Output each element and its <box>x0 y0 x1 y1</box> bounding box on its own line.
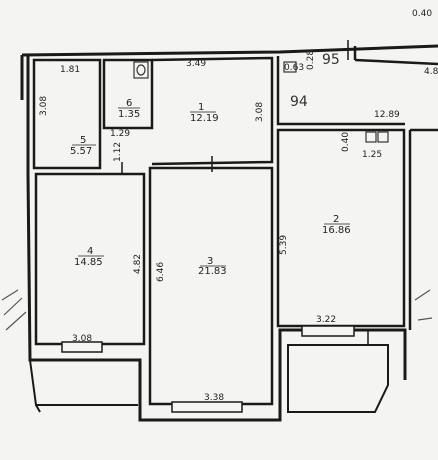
dim-1-12: 1.12 <box>113 142 123 162</box>
stove-icon <box>365 131 377 143</box>
balconies <box>29 344 389 413</box>
room-5-area: 5.57 <box>70 146 92 157</box>
room-4-area: 14.85 <box>74 257 103 268</box>
dim-0-63: 0.63 <box>284 63 304 73</box>
dim-0-40: 0.40 <box>341 132 351 152</box>
room-6-area: 1.35 <box>118 109 140 120</box>
dim-1-81: 1.81 <box>60 65 80 75</box>
washbasin-icon <box>133 61 149 79</box>
handwritten-94: 94 <box>290 94 308 110</box>
dim-0-40-top: 0.40 <box>412 9 432 19</box>
windows <box>61 325 355 413</box>
room-4-number: 4 <box>87 246 93 257</box>
dim-3-08-mid: 3.08 <box>255 102 265 122</box>
room-3-area: 21.83 <box>198 266 227 277</box>
room-2-number: 2 <box>333 214 339 225</box>
dim-6-46: 6.46 <box>156 262 166 282</box>
dim-0-28: 0.28 <box>306 50 316 70</box>
dim-4-8: 4.8 <box>424 67 438 77</box>
room-labels: 1 12.19 2 16.86 3 21.83 4 14.85 5 5.57 6… <box>70 98 351 277</box>
dim-1-29: 1.29 <box>110 129 130 139</box>
dim-4-82: 4.82 <box>133 254 143 274</box>
room-6-number: 6 <box>126 98 132 109</box>
dim-3-08-bottom: 3.08 <box>72 334 92 344</box>
exterior-walls <box>20 44 438 422</box>
room-5-number: 5 <box>80 135 86 146</box>
handwritten-marks <box>1 289 433 331</box>
fixtures <box>133 61 389 143</box>
dim-3-38: 3.38 <box>204 393 224 403</box>
room-1-area: 12.19 <box>190 113 219 124</box>
dim-1-25: 1.25 <box>362 150 382 160</box>
handwritten-numbers: 95 94 <box>290 52 340 110</box>
dim-3-08-left: 3.08 <box>39 96 49 116</box>
door-marks <box>121 40 369 345</box>
dimension-labels: 1.81 3.49 0.63 0.28 0.40 4.8 3.08 1.29 1… <box>39 9 438 403</box>
handwritten-95: 95 <box>322 52 340 68</box>
room-3-number: 3 <box>207 256 213 267</box>
dim-5-39: 5.39 <box>279 235 289 255</box>
fridge-icon <box>377 131 389 143</box>
room-1-number: 1 <box>198 102 204 113</box>
room-2-area: 16.86 <box>322 225 351 236</box>
dim-3-22: 3.22 <box>316 315 336 325</box>
dim-3-49: 3.49 <box>186 59 206 69</box>
dim-12-89: 12.89 <box>374 110 400 120</box>
sink-icon <box>283 61 297 73</box>
